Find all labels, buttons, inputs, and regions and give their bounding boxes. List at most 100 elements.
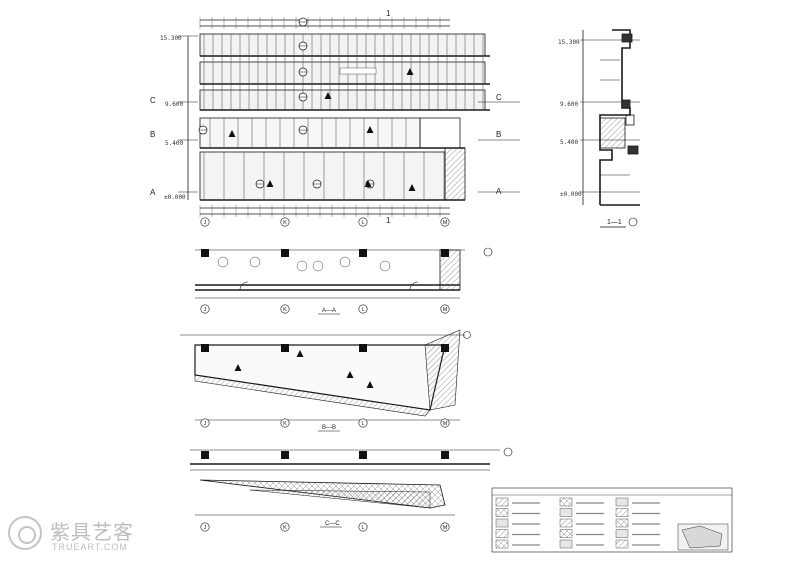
plan-furniture-circle xyxy=(312,260,324,272)
plan-triangle-marker xyxy=(234,364,242,371)
level-label-a: ±0.000 xyxy=(164,194,186,201)
elevation-mullions xyxy=(199,17,484,217)
section-1-1-labels: 15.300 9.600 5.400 ±0.000 1—1 xyxy=(558,39,622,226)
plan-b-axis-bubble-j xyxy=(200,418,210,428)
facade-elevation xyxy=(178,19,520,215)
structural-column xyxy=(281,344,289,352)
plan-c-axis-label-j: J xyxy=(204,525,207,531)
structural-column xyxy=(441,249,449,257)
plan-b-axis-label-m: M xyxy=(443,421,448,427)
section-level-a: ±0.000 xyxy=(560,191,582,198)
legend-swatch xyxy=(495,518,509,528)
plan-triangle-marker xyxy=(346,371,354,378)
plan-c-axis-bubble-m xyxy=(440,522,450,532)
legend-swatch xyxy=(615,497,629,507)
legend-swatch xyxy=(495,508,509,517)
legend-swatch xyxy=(559,529,573,538)
section-level-top: 15.300 xyxy=(558,39,580,46)
elevation-axis-label-j: J xyxy=(204,220,207,226)
watermark-logo-icon xyxy=(8,516,42,550)
elevation-mark-label: 1 xyxy=(386,9,391,18)
plan-furniture-circle xyxy=(296,260,308,272)
plan-c-axis-label-l: L xyxy=(361,525,364,531)
plan-b-axis-label-l: L xyxy=(361,421,364,427)
plan-furniture-circle xyxy=(217,256,229,268)
plan-c-c-grid-axes: J K L M xyxy=(200,522,450,532)
section-level-b: 5.400 xyxy=(560,139,578,146)
elevation-triangle-marker xyxy=(266,180,274,187)
section-1-1 xyxy=(580,29,640,206)
plan-a-a xyxy=(195,247,493,299)
plan-b-axis-bubble-l xyxy=(358,418,368,428)
plan-triangle-marker xyxy=(296,350,304,357)
legend-swatch xyxy=(495,529,509,538)
plan-a-a-columns xyxy=(201,249,449,272)
legend-swatch xyxy=(495,539,509,549)
structural-column xyxy=(359,249,367,257)
plan-b-b-columns xyxy=(201,344,449,388)
legend-swatch xyxy=(559,508,573,517)
structural-column xyxy=(201,451,209,459)
plan-b-axis-label-j: J xyxy=(204,421,207,427)
plan-furniture-circle xyxy=(249,256,261,268)
elevation-axis-bubble-j xyxy=(200,217,210,227)
elevation-triangle-marker xyxy=(324,92,332,99)
legend-swatch xyxy=(615,539,629,549)
legend-swatch xyxy=(559,539,573,549)
elevation-axis-label-l: L xyxy=(361,220,364,226)
watermark: 紫具艺客 TRUEART.COM xyxy=(8,512,138,556)
elevation-grid-axes: J K L M xyxy=(200,217,450,227)
plan-c-axis-label-m: M xyxy=(443,525,448,531)
plan-b-b xyxy=(180,329,471,421)
plan-c-axis-label-k: K xyxy=(283,525,287,531)
structural-column xyxy=(441,451,449,459)
legend-swatch xyxy=(615,529,629,538)
elevation-axis-label-k: K xyxy=(283,220,287,226)
grid-label-c-right: C xyxy=(496,93,502,102)
section-1-1-title: 1—1 xyxy=(607,219,622,226)
elevation-triangle-marker xyxy=(228,130,236,137)
plan-c-axis-bubble-k xyxy=(280,522,290,532)
elevation-axis-bubble-m xyxy=(440,217,450,227)
legend-swatch xyxy=(615,518,629,528)
plan-furniture-circle xyxy=(339,256,351,268)
elevation-mark-label-bottom: 1 xyxy=(386,216,391,225)
elevation-triangle-marker xyxy=(408,184,416,191)
plan-a-axis-label-k: K xyxy=(283,307,287,313)
plan-a-axis-bubble-k xyxy=(280,304,290,314)
grid-label-a-right: A xyxy=(496,187,502,196)
plan-b-b-title: B—B xyxy=(322,425,336,431)
elevation-axis-bubble-k xyxy=(280,217,290,227)
grid-label-c: C xyxy=(150,96,156,105)
watermark-chinese-text: 紫具艺客 xyxy=(50,520,134,544)
plan-a-axis-label-j: J xyxy=(204,307,207,313)
plan-triangle-marker xyxy=(366,381,374,388)
legend-swatch xyxy=(495,497,509,507)
legend-swatch xyxy=(559,518,573,528)
elevation-sign-panel xyxy=(339,67,377,75)
legend-thumbnail-plan xyxy=(677,523,729,551)
legend-swatches xyxy=(495,497,660,549)
legend-swatch xyxy=(615,508,629,517)
plan-furniture-circle xyxy=(379,260,391,272)
legend-swatch xyxy=(559,497,573,507)
plan-a-axis-label-l: L xyxy=(361,307,364,313)
structural-column xyxy=(359,451,367,459)
structural-column xyxy=(281,451,289,459)
structural-column xyxy=(201,249,209,257)
elevation-axis-label-m: M xyxy=(443,220,448,226)
plan-a-axis-bubble-l xyxy=(358,304,368,314)
plan-c-axis-bubble-j xyxy=(200,522,210,532)
structural-column xyxy=(281,249,289,257)
structural-column xyxy=(201,344,209,352)
structural-column xyxy=(441,344,449,352)
plan-a-a-title: A—A xyxy=(322,308,336,314)
plan-b-axis-bubble-k xyxy=(280,418,290,428)
plan-a-axis-bubble-j xyxy=(200,304,210,314)
grid-label-a: A xyxy=(150,188,156,197)
level-label-c: 9.600 xyxy=(165,101,183,108)
watermark-english-text: TRUEART.COM xyxy=(52,542,128,552)
plan-b-axis-bubble-m xyxy=(440,418,450,428)
